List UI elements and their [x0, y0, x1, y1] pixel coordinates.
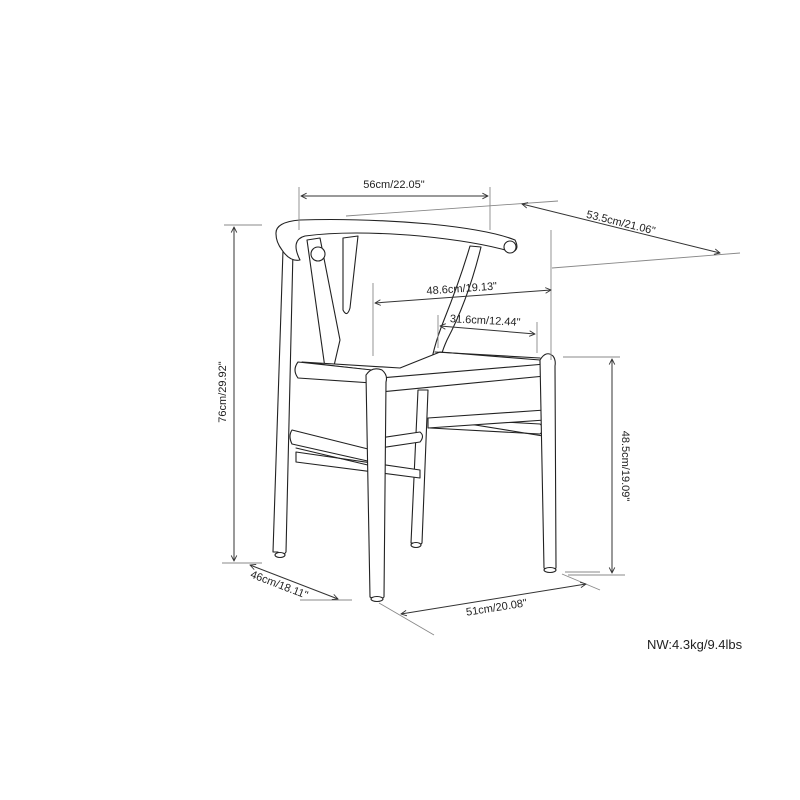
label-overall-depth: 53.5cm/21.06": [585, 209, 656, 238]
label-seat-depth: 31.6cm/12.44": [450, 313, 521, 329]
label-overall-height: 76cm/29.92": [217, 361, 229, 422]
dim-seat-depth: 31.6cm/12.44": [437, 313, 538, 353]
back-splat-v: [342, 235, 359, 315]
label-seat-height: 48.5cm/19.09": [619, 431, 631, 502]
back-splat-left: [306, 237, 341, 371]
back-right-leg: [410, 389, 429, 547]
chair-illustration: [272, 218, 557, 603]
dim-base-depth: 46cm/18.11": [222, 562, 352, 602]
front-left-leg: [365, 368, 388, 601]
label-base-width: 51cm/20.08": [465, 597, 528, 618]
arm-end-left: [310, 246, 326, 262]
arm-end-right: [503, 240, 517, 254]
dim-base-width: 51cm/20.08": [378, 571, 601, 636]
left-seat-rail: [294, 361, 373, 384]
label-base-depth: 46cm/18.11": [249, 569, 310, 602]
dim-overall-width: 56cm/22.05": [298, 179, 491, 230]
left-stretcher: [289, 429, 373, 463]
net-weight-label: NW:4.3kg/9.4lbs: [647, 637, 743, 652]
dim-seat-height: 48.5cm/19.09": [563, 356, 631, 576]
arm-rail: [275, 218, 518, 261]
label-inner-width: 48.6cm/19.13": [426, 281, 497, 298]
dim-inner-width: 48.6cm/19.13": [372, 281, 551, 356]
label-overall-width: 56cm/22.05": [363, 179, 424, 191]
front-right-leg: [539, 353, 557, 572]
back-left-leg: [272, 249, 294, 556]
front-stretcher: [379, 431, 424, 449]
dim-overall-height: 76cm/29.92": [217, 224, 262, 564]
